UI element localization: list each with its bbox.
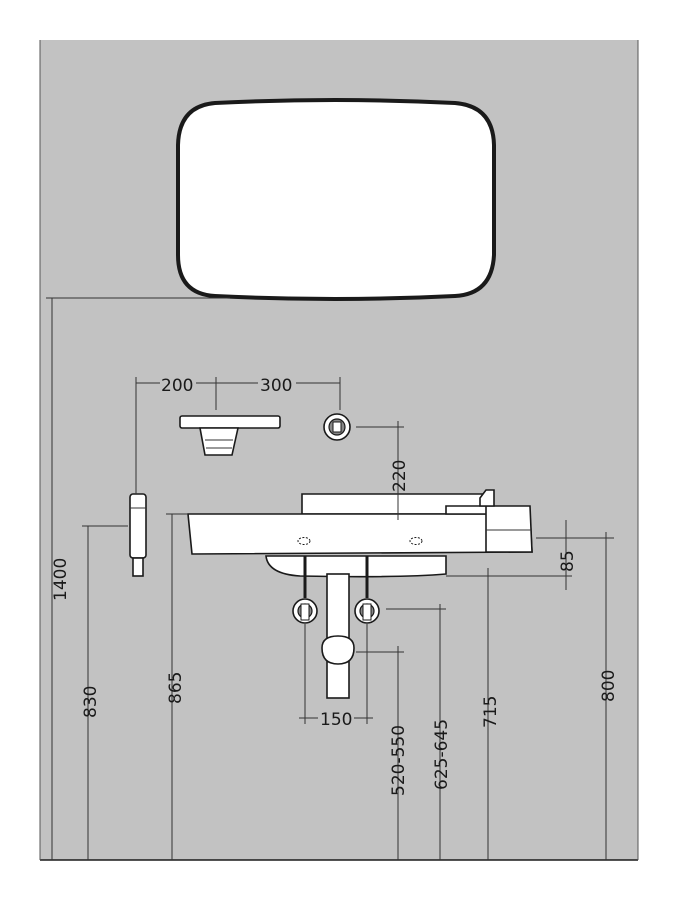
dim-label-spray-holder-height: 830: [81, 686, 101, 718]
mirror: [176, 98, 496, 301]
dim-label-basin-rim-depth: 85: [558, 550, 578, 572]
shelf: [179, 415, 281, 456]
dim-label-shelf-to-outlet: 300: [260, 376, 292, 396]
drain-pipe: [321, 573, 355, 699]
dim-label-mirror-to-tap: 220: [390, 460, 410, 492]
dim-label-outlet-height: 520-550: [389, 725, 409, 796]
dim-label-total-height: 1400: [51, 558, 71, 601]
dim-label-valve-spacing: 150: [320, 710, 352, 730]
dim-label-rim-height: 800: [599, 670, 619, 702]
dim-label-shelf-offset: 200: [161, 376, 193, 396]
dim-label-valve-height: 625-645: [432, 719, 452, 790]
dim-label-basin-top-height: 865: [166, 672, 186, 704]
hand-spray: [129, 493, 147, 577]
right-valve: [354, 556, 380, 624]
left-valve: [292, 556, 318, 624]
wall-outlet: [323, 413, 351, 441]
basin: [187, 489, 533, 578]
dim-label-basin-bottom-height: 715: [481, 696, 501, 728]
